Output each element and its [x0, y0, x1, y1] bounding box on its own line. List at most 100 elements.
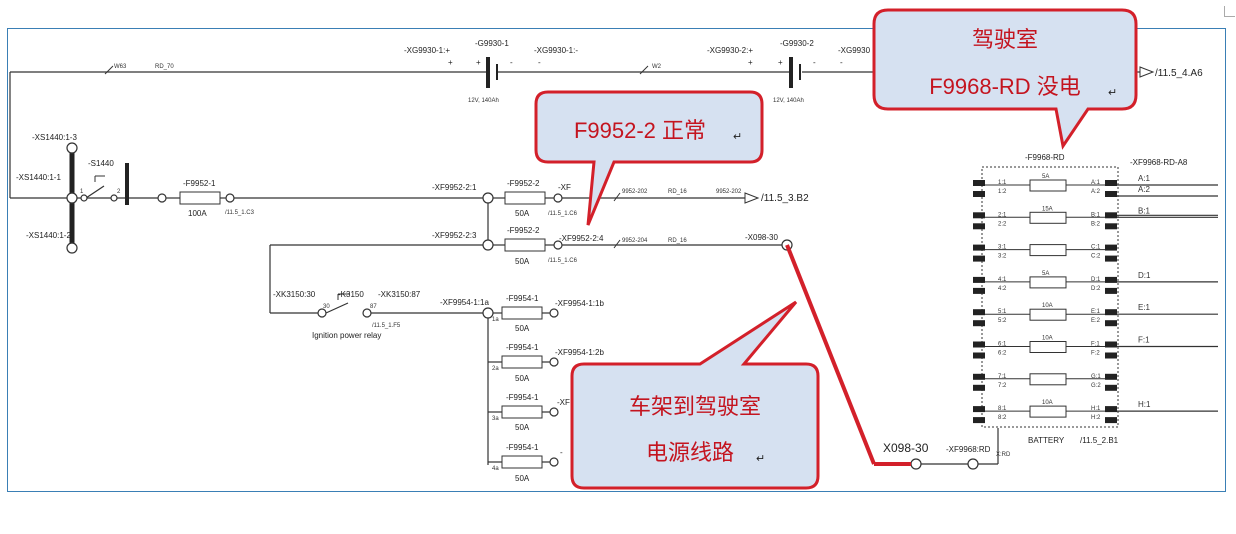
ref-f5: /11.5_1.F5 — [372, 323, 401, 329]
rating-f9954-3: 50A — [515, 423, 530, 432]
label-xk3150-30: -XK3150:30 — [273, 290, 316, 299]
fusebox-pin-in2-label: 4:2 — [998, 286, 1007, 292]
fusebox-pin-in2-label: 2:2 — [998, 221, 1007, 227]
pin-label: 30 — [323, 304, 330, 310]
fusebox-pin-right — [1105, 223, 1117, 230]
label-xg9930-2-plus: -XG9930-2:+ — [707, 46, 753, 55]
fusebox-pin-in-label: 8:1 — [998, 406, 1007, 412]
fusebox-pin-right — [1105, 406, 1117, 413]
fusebox-output-label: D:1 — [1138, 271, 1151, 280]
fuse-branch-f9952-2a: -XF9952-2:1 -F9952-2 50A -XF /11.5_1.C6 … — [432, 179, 809, 240]
fusebox-fuse — [1029, 341, 1067, 353]
rating-f9954-4: 50A — [515, 474, 530, 483]
fuse-f9954-4: -F9954-1 50A - 4a — [488, 443, 563, 483]
label-g9930-2: -G9930-2 — [780, 39, 814, 48]
fusebox-pin-left — [973, 223, 985, 230]
fusebox-fuse — [1029, 405, 1067, 418]
callout-frame-to-cab: 车架到驾驶室 电源线路 ↵ — [570, 300, 820, 490]
fusebox-pin-out-label: B:1 — [1091, 212, 1101, 218]
callout-cab-line2: F9968-RD 没电 — [929, 74, 1081, 99]
fusebox-pin-out2-label: B:2 — [1091, 221, 1101, 227]
pin-label: 1 — [80, 189, 84, 195]
top-battery-circuit: W63 RD_70 W2 -XG9930-1:+ -G9930-1 -XG993… — [9, 39, 1203, 198]
fusebox-pin-out2-label: H:2 — [1091, 415, 1101, 421]
fusebox-pin-left — [973, 320, 985, 327]
fusebox-row: 3:13:2C:1C:2 — [973, 244, 1117, 262]
fusebox-pin-out-label: E:1 — [1091, 309, 1101, 315]
fusebox-pin-in2-label: 5:2 — [998, 318, 1007, 324]
fusebox-output-label: B:1 — [1138, 206, 1151, 215]
return-mark: ↵ — [756, 453, 765, 465]
battery-1-rating: 12V, 140Ah — [468, 98, 499, 104]
fusebox-fuse — [1029, 244, 1067, 257]
return-mark: ↵ — [733, 131, 742, 143]
fusebox-pin-right — [1105, 373, 1117, 380]
label-f9954-4: -F9954-1 — [506, 443, 539, 452]
label-xs1440-3: -XS1440:1-3 — [32, 133, 77, 142]
fusebox-output-label: A:1 — [1138, 174, 1151, 183]
fusebox-pin-right — [1105, 417, 1117, 424]
fusebox-pin-in-label: 5:1 — [998, 309, 1007, 315]
fusebox-fuse-rating: 10A — [1042, 400, 1053, 406]
label-xf9952-2-4: -XF9952-2:4 — [559, 234, 604, 243]
fusebox-pin-out-label: D:1 — [1091, 277, 1101, 283]
page-corner-mark — [1224, 6, 1235, 17]
fusebox-pin-left — [973, 180, 985, 186]
label-xg9930-1-minus: -XG9930-1:- — [534, 46, 578, 55]
fusebox-pin-left — [973, 255, 985, 262]
fuse-group-f9954: -XF9954-1:1a -F9954-1 50A -XF9954-1:1b 1… — [440, 294, 604, 483]
minus-sign: - — [510, 58, 513, 67]
fusebox-fuse — [1029, 276, 1067, 289]
label-xf9952-2-3: -XF9952-2:3 — [432, 231, 477, 240]
diagram-frame — [7, 28, 1226, 492]
label-xf-trunc-3: -XF — [557, 398, 570, 407]
fusebox-fuse-rating: 5A — [1042, 271, 1049, 277]
fusebox-pin-in-label: 7:1 — [998, 374, 1007, 380]
label-xrd: X:RD — [996, 452, 1011, 458]
fuse-f9954-1: -F9954-1 50A -XF9954-1:1b 1a — [492, 294, 604, 333]
label-f9954-1a: -F9954-1 — [506, 294, 539, 303]
minus-sign: - — [538, 58, 541, 67]
fusebox-pin-right — [1105, 255, 1117, 262]
label-xf9952-2-1: -XF9952-2:1 — [432, 183, 477, 192]
ref-f9952-2b: /11.5_1.C6 — [548, 258, 578, 264]
fusebox-fuse — [1029, 179, 1067, 192]
rating-f9954-1a: 50A — [515, 324, 530, 333]
label-xf9954-1a: -XF9954-1:1a — [440, 298, 489, 307]
label-f9952-1: -F9952-1 — [183, 179, 216, 188]
fusebox-pin-left — [973, 276, 985, 283]
return-mark: ↵ — [1108, 87, 1117, 99]
fusebox-pin-in-label: 2:1 — [998, 212, 1007, 218]
fusebox-pin-out2-label: G:2 — [1091, 383, 1101, 389]
fusebox-pin-left — [973, 373, 985, 380]
fusebox-fuse — [1029, 308, 1067, 321]
wire-label-w63: W63 — [114, 64, 127, 70]
fusebox-pin-right — [1105, 276, 1117, 283]
fusebox-pin-out2-label: C:2 — [1091, 254, 1101, 260]
tag-9952-202: 9952-202 — [716, 189, 742, 195]
wire-label-w2: W2 — [652, 64, 662, 70]
callout-f9952-text: F9952-2 正常 — [574, 118, 706, 143]
label-x098-30: X098-30 — [883, 441, 929, 455]
fusebox-pin-right — [1105, 352, 1117, 359]
fusebox-pin-left — [973, 287, 985, 294]
fusebox-pin-right — [1105, 191, 1117, 197]
label-x098-30-top: -X098-30 — [745, 233, 778, 242]
label-s1440: -S1440 — [88, 159, 114, 168]
rating-f9952-2a: 50A — [515, 209, 530, 218]
fusebox-pin-out-label: H:1 — [1091, 406, 1101, 412]
fusebox-pin-in-label: 6:1 — [998, 342, 1007, 348]
fusebox-output-label: F:1 — [1138, 336, 1150, 345]
fusebox-row: 7:17:2G:1G:2 — [973, 373, 1117, 391]
fusebox-pin-out-label: A:1 — [1091, 180, 1101, 186]
label-g9930-1: -G9930-1 — [475, 39, 509, 48]
callout-cab-no-power: 驾驶室 F9968-RD 没电 ↵ — [872, 8, 1138, 150]
plus-sign: + — [748, 58, 753, 67]
ref-f9952-2a: /11.5_1.C6 — [548, 211, 578, 217]
fusebox-pin-left — [973, 352, 985, 359]
pin-label: 87 — [370, 304, 377, 310]
wire-rd16-b: RD_16 — [668, 238, 687, 244]
